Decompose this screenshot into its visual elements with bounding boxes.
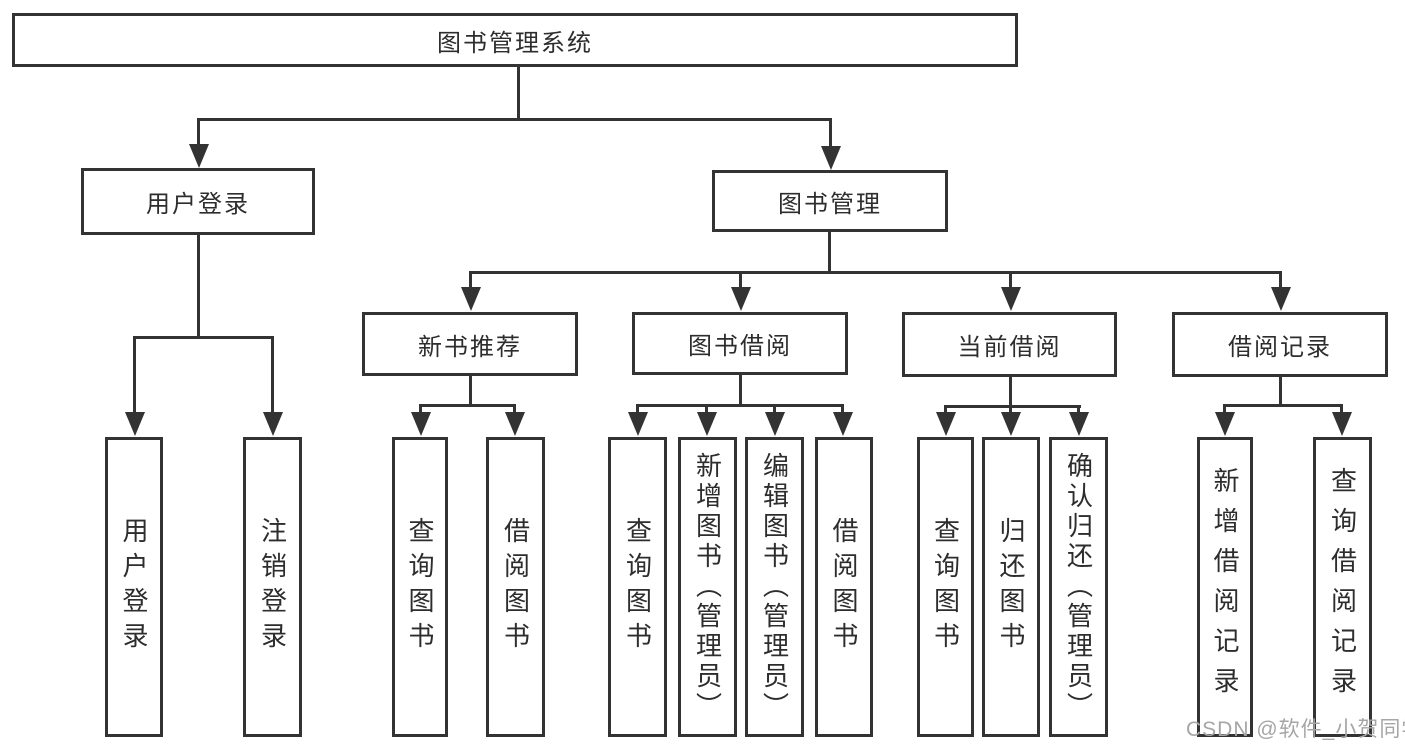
leaf-newbooks-query-books-label: 查询图书 — [405, 517, 435, 657]
connector-line — [197, 118, 832, 121]
leaf-return-books-label: 归还图书 — [996, 517, 1026, 657]
arrowhead-icon — [821, 146, 841, 170]
arrowhead-icon — [1069, 412, 1089, 436]
leaf-borrow-borrow-books-label: 借阅图书 — [829, 517, 859, 657]
connector-line — [419, 404, 422, 416]
arrowhead-icon — [505, 412, 525, 436]
node-borrow-records: 借阅记录 — [1172, 312, 1388, 377]
leaf-confirm-return-admin: 确认归还（管理员） — [1049, 437, 1108, 737]
node-user-login: 用户登录 — [81, 168, 315, 235]
leaf-borrow-query-books-label: 查询图书 — [622, 517, 653, 657]
arrowhead-icon — [1001, 287, 1021, 311]
connector-line — [1340, 404, 1343, 416]
arrowhead-icon — [697, 412, 717, 436]
leaf-add-books-admin: 新增图书（管理员） — [678, 437, 737, 737]
arrowhead-icon — [263, 412, 283, 436]
leaf-newbooks-query-books: 查询图书 — [392, 437, 448, 737]
connector-line — [271, 336, 274, 416]
csdn-watermark: CSDN @软件_小贺同学 — [1186, 718, 1405, 741]
connector-line — [739, 271, 742, 290]
connector-line — [1279, 271, 1282, 290]
connector-line — [197, 118, 200, 148]
arrowhead-icon — [833, 412, 853, 436]
connector-line — [773, 404, 776, 416]
leaf-newbooks-borrow-books: 借阅图书 — [486, 437, 545, 737]
connector-line — [469, 375, 472, 407]
connector-line — [1009, 405, 1012, 416]
connector-line — [636, 404, 639, 416]
leaf-current-query-books-label: 查询图书 — [930, 517, 961, 657]
node-book-management-label: 图书管理 — [778, 190, 882, 218]
leaf-user-login-label: 用户登录 — [119, 517, 149, 657]
connector-line — [419, 404, 516, 407]
leaf-logout-label: 注销登录 — [257, 517, 288, 657]
arrowhead-icon — [765, 412, 785, 436]
leaf-query-borrow-record: 查询借阅记录 — [1313, 437, 1372, 737]
arrowhead-icon — [461, 287, 481, 311]
leaf-borrow-query-books: 查询图书 — [608, 437, 667, 737]
node-book-borrow: 图书借阅 — [632, 312, 848, 375]
arrowhead-icon — [189, 144, 209, 168]
connector-line — [1009, 271, 1012, 290]
connector-line — [944, 405, 947, 416]
connector-line — [828, 231, 831, 273]
connector-line — [1279, 376, 1282, 407]
connector-line — [469, 271, 1282, 274]
connector-line — [197, 234, 200, 338]
node-book-management: 图书管理 — [712, 170, 948, 232]
arrowhead-icon — [1332, 412, 1352, 436]
leaf-return-books: 归还图书 — [982, 437, 1040, 737]
arrowhead-icon — [628, 412, 648, 436]
leaf-newbooks-borrow-books-label: 借阅图书 — [500, 517, 531, 657]
leaf-user-login: 用户登录 — [105, 437, 163, 737]
leaf-current-query-books: 查询图书 — [917, 437, 974, 737]
connector-line — [517, 66, 520, 120]
node-current-borrow-label: 当前借阅 — [957, 334, 1062, 361]
node-current-borrow: 当前借阅 — [902, 312, 1117, 377]
node-book-borrow-label: 图书借阅 — [688, 333, 792, 360]
connector-line — [705, 404, 708, 416]
connector-line — [133, 336, 136, 416]
node-library-system-label: 图书管理系统 — [437, 29, 593, 57]
leaf-query-borrow-record-label: 查询借阅记录 — [1327, 467, 1358, 707]
node-borrow-records-label: 借阅记录 — [1228, 334, 1332, 361]
leaf-borrow-borrow-books: 借阅图书 — [815, 437, 873, 737]
node-user-login-label: 用户登录 — [146, 191, 250, 218]
connector-line — [944, 405, 1081, 408]
arrowhead-icon — [1215, 412, 1235, 436]
node-new-book-recommend: 新书推荐 — [362, 312, 578, 376]
leaf-confirm-return-admin-label: 确认归还（管理员） — [1063, 452, 1094, 722]
connector-line — [829, 118, 832, 149]
leaf-add-books-admin-label: 新增图书（管理员） — [692, 452, 723, 722]
arrowhead-icon — [411, 412, 431, 436]
arrowhead-icon — [936, 412, 956, 436]
leaf-add-borrow-record: 新增借阅记录 — [1197, 437, 1253, 737]
arrowhead-icon — [125, 412, 145, 436]
arrowhead-icon — [731, 287, 751, 311]
leaf-edit-books-admin-label: 编辑图书（管理员） — [759, 452, 790, 722]
connector-line — [636, 404, 844, 407]
connector-line — [1223, 404, 1226, 416]
connector-line — [1077, 405, 1080, 416]
arrowhead-icon — [1271, 287, 1291, 311]
node-library-system: 图书管理系统 — [12, 13, 1018, 67]
connector-line — [841, 404, 844, 416]
leaf-edit-books-admin: 编辑图书（管理员） — [745, 437, 804, 737]
connector-line — [739, 374, 742, 407]
node-new-book-recommend-label: 新书推荐 — [418, 333, 522, 361]
connector-line — [133, 336, 274, 339]
connector-line — [469, 271, 472, 290]
connector-line — [1223, 404, 1343, 407]
connector-line — [513, 404, 516, 416]
arrowhead-icon — [1001, 412, 1021, 436]
leaf-logout: 注销登录 — [243, 437, 302, 737]
connector-line — [1009, 376, 1012, 407]
leaf-add-borrow-record-label: 新增借阅记录 — [1210, 467, 1240, 707]
